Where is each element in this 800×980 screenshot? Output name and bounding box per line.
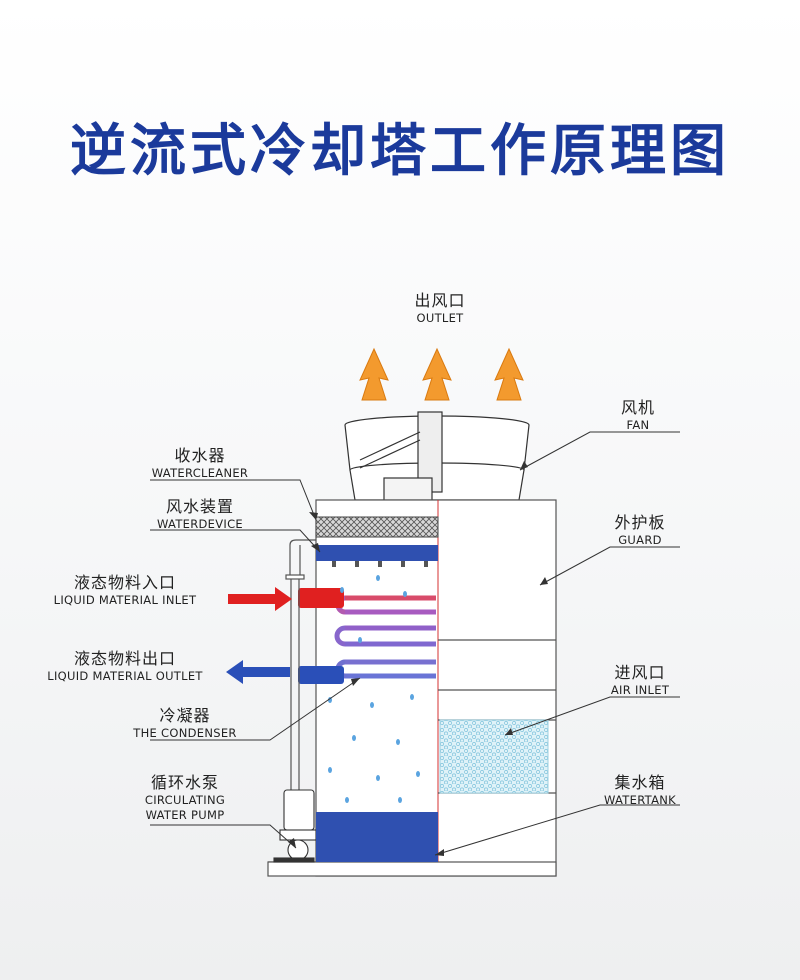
up-arrow-icon bbox=[494, 347, 524, 401]
air-inlet-zh: 进风口 bbox=[614, 663, 666, 682]
watertank-zh: 集水箱 bbox=[614, 773, 666, 792]
watercleaner-mesh bbox=[315, 516, 439, 538]
water-drops bbox=[328, 575, 420, 803]
up-arrow-icon bbox=[359, 347, 389, 401]
outlet-zh: 出风口 bbox=[414, 291, 466, 310]
leader-arrowheads bbox=[288, 461, 548, 856]
label-waterdevice: 风水装置 WATERDEVICE bbox=[140, 497, 260, 532]
label-condenser: 冷凝器 THE CONDENSER bbox=[115, 706, 255, 741]
pump-en1: CIRCULATING bbox=[144, 793, 226, 807]
label-watertank: 集水箱 WATERTANK bbox=[585, 773, 695, 808]
guard-en: GUARD bbox=[618, 533, 662, 547]
label-guard: 外护板 GUARD bbox=[590, 513, 690, 548]
outlet-arrow-icon bbox=[226, 660, 290, 684]
guard-zh: 外护板 bbox=[614, 513, 666, 532]
pump-zh: 循环水泵 bbox=[150, 773, 219, 792]
label-air-inlet: 进风口 AIR INLET bbox=[590, 663, 690, 698]
watertank-water bbox=[316, 812, 438, 862]
outlet-en: OUTLET bbox=[416, 311, 464, 325]
liquid-outlet-en: LIQUID MATERIAL OUTLET bbox=[47, 669, 203, 683]
condenser-zh: 冷凝器 bbox=[159, 706, 211, 725]
watertank-en: WATERTANK bbox=[603, 793, 676, 807]
watercleaner-en: WATERCLEANER bbox=[151, 466, 249, 480]
label-pump: 循环水泵 CIRCULATING WATER PUMP bbox=[130, 773, 240, 823]
page-title: 逆流式冷却塔工作原理图 bbox=[70, 119, 730, 184]
air-inlet-en: AIR INLET bbox=[610, 683, 670, 697]
waterdevice-zh: 风水装置 bbox=[165, 497, 234, 516]
up-arrow-icon bbox=[422, 347, 452, 401]
label-outlet: 出风口 OUTLET bbox=[380, 291, 500, 326]
liquid-inlet-en: LIQUID MATERIAL INLET bbox=[53, 593, 197, 607]
label-watercleaner: 收水器 WATERCLEANER bbox=[140, 446, 260, 481]
water-distribution-bar bbox=[316, 545, 438, 561]
inlet-header bbox=[298, 588, 344, 608]
outlet-arrows bbox=[359, 347, 524, 401]
liquid-inlet-zh: 液态物料入口 bbox=[73, 573, 176, 592]
fan-en: FAN bbox=[626, 418, 650, 432]
watercleaner-zh: 收水器 bbox=[174, 446, 226, 465]
inlet-arrow-icon bbox=[228, 587, 292, 611]
pump-en2: WATER PUMP bbox=[145, 808, 225, 822]
leader-lines bbox=[150, 431, 680, 856]
label-liquid-outlet: 液态物料出口 LIQUID MATERIAL OUTLET bbox=[30, 649, 220, 684]
liquid-outlet-zh: 液态物料出口 bbox=[73, 649, 176, 668]
fan-zh: 风机 bbox=[620, 398, 655, 417]
outlet-header bbox=[298, 666, 344, 684]
nozzles bbox=[332, 561, 428, 567]
waterdevice-en: WATERDEVICE bbox=[157, 517, 243, 531]
fan-assembly bbox=[344, 411, 530, 501]
air-inlet-fill bbox=[439, 719, 549, 794]
label-liquid-inlet: 液态物料入口 LIQUID MATERIAL INLET bbox=[30, 573, 220, 608]
condenser-en: THE CONDENSER bbox=[133, 726, 237, 740]
label-fan: 风机 FAN bbox=[598, 398, 678, 433]
pump bbox=[273, 789, 317, 863]
